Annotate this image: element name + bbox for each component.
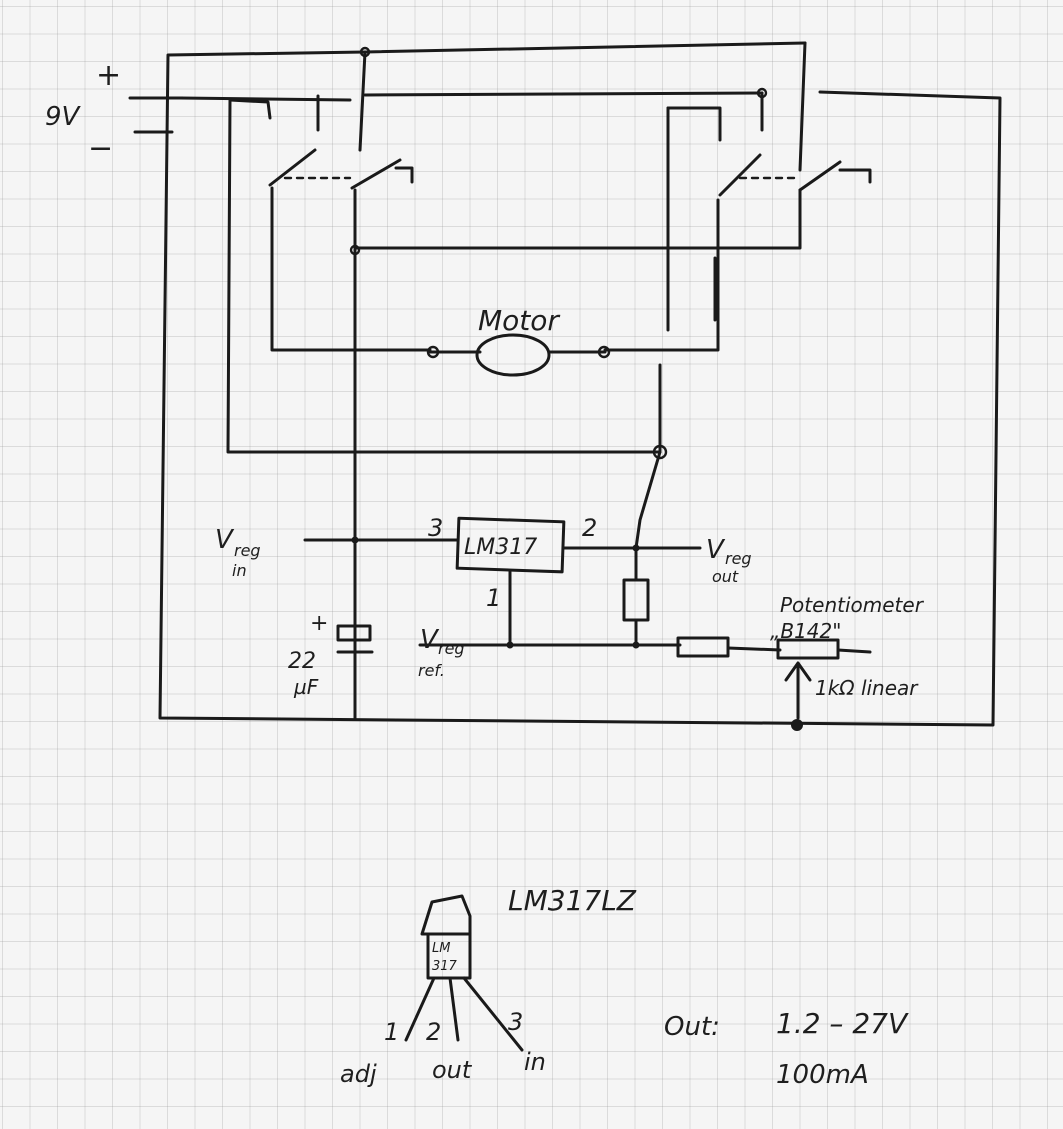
vreg-in-sub2: in	[232, 561, 247, 580]
package-pin1-number: 1	[384, 1018, 399, 1046]
pot-model-label: „B142"	[770, 619, 841, 643]
package-pin2-number: 2	[426, 1018, 441, 1046]
regulator-label: LM317	[464, 535, 537, 560]
capacitor-value-label: 22	[288, 649, 316, 674]
package-pin3-name: in	[524, 1048, 546, 1076]
vreg-out-sub: reg	[725, 549, 752, 568]
wiring	[158, 41, 1002, 727]
vreg-out-sub2: out	[712, 567, 739, 586]
regulator-network	[303, 363, 872, 731]
spec-voltage-range: 1.2 – 27V	[776, 1007, 909, 1040]
junction-dots	[349, 46, 768, 649]
pot-spec-label: 1kΩ linear	[815, 676, 919, 700]
lm317lz-package: LM317LZ LM 317 1 2 3 adj out in	[340, 884, 637, 1088]
capacitor-plus-label: +	[310, 611, 328, 636]
battery-symbol	[128, 96, 184, 134]
vreg-ref-label: V	[420, 625, 440, 655]
motor	[426, 333, 611, 377]
capacitor	[336, 624, 374, 654]
package-body-line1: LM	[432, 941, 450, 956]
spec-current: 100mA	[776, 1060, 869, 1090]
package-body-line2: 317	[432, 959, 458, 974]
battery-voltage-label: 9V	[45, 102, 82, 132]
package-pin2-name: out	[432, 1056, 473, 1084]
capacitor-unit-label: µF	[293, 675, 319, 699]
pin2-label: 2	[582, 514, 597, 542]
vreg-in-sub: reg	[234, 541, 261, 560]
vreg-out-label: V	[706, 535, 726, 565]
pot-title-label: Potentiometer	[780, 593, 925, 617]
spec-out-label: Out:	[664, 1012, 720, 1042]
package-pin1-name: adj	[340, 1060, 377, 1088]
pin3-label: 3	[428, 514, 443, 542]
pin1-label: 1	[486, 584, 501, 612]
battery-minus-label: −	[88, 131, 113, 166]
vreg-ref-sub: reg	[438, 639, 465, 658]
vreg-ref-sub2: ref.	[418, 661, 445, 680]
right-dpdt-switch	[353, 106, 872, 352]
left-dpdt-switch	[226, 94, 662, 720]
package-title: LM317LZ	[508, 884, 637, 917]
battery-plus-label: +	[96, 58, 121, 93]
vreg-in-label: V	[215, 525, 235, 555]
package-pin3-number: 3	[508, 1008, 523, 1036]
motor-label: Motor	[478, 304, 560, 337]
regulator-specs: Out: 1.2 – 27V 100mA	[664, 1007, 909, 1090]
